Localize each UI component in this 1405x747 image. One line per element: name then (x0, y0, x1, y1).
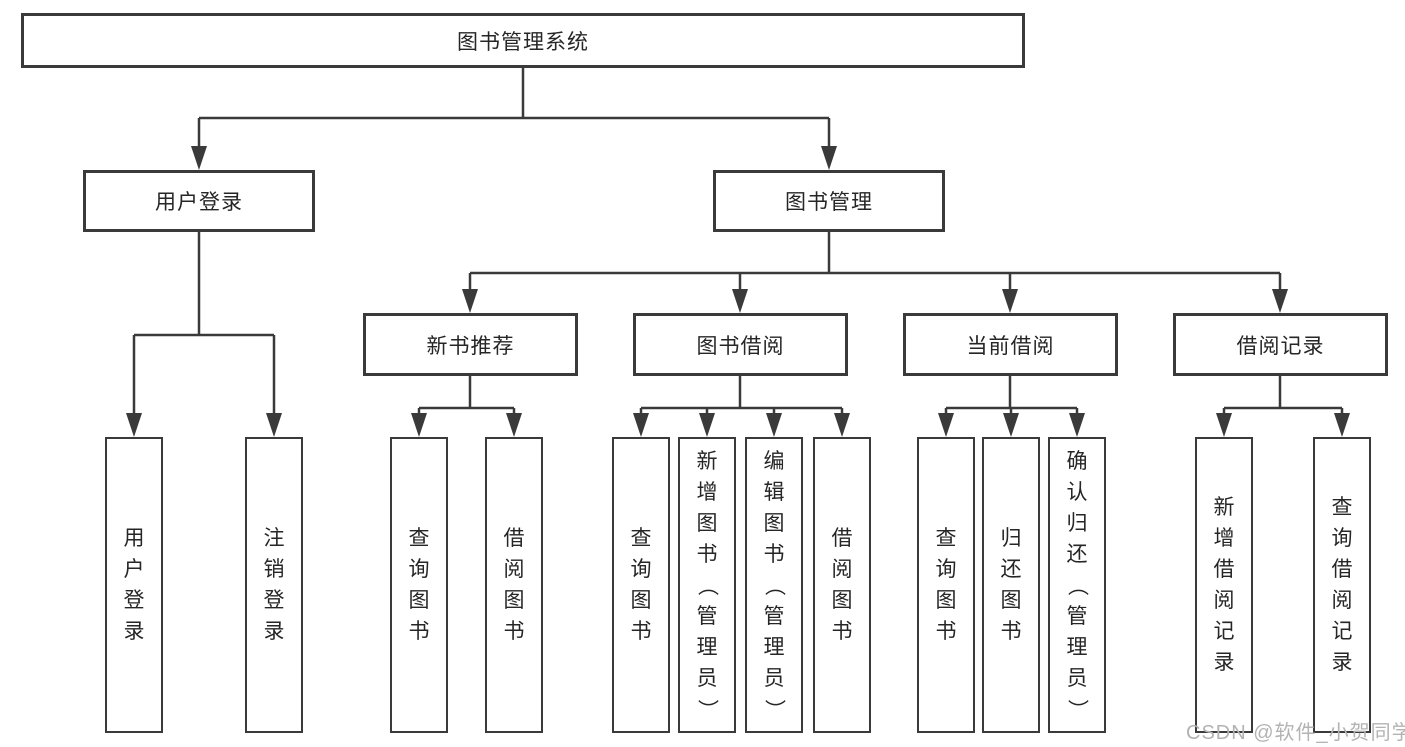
vertical-glyph: 新 (696, 449, 718, 473)
leaf-user-login: 用户登录 (105, 437, 163, 733)
vertical-glyph: 借 (1213, 558, 1235, 581)
node-current-borrowing: 当前借阅 (903, 313, 1118, 376)
vertical-glyph: 理 (1066, 635, 1088, 659)
vertical-glyph: （ (1065, 574, 1089, 596)
leaf-add-borrow-record: 新增借阅记录 (1195, 437, 1253, 733)
vertical-glyph: 记 (1213, 620, 1235, 643)
vertical-glyph: 图 (630, 589, 652, 612)
vertical-glyph: 借 (1331, 558, 1353, 581)
vertical-glyph: 员 (696, 666, 718, 690)
vertical-glyph: 辑 (763, 480, 785, 504)
leaf-query-books-current: 查询图书 (917, 437, 975, 733)
vertical-glyph: 阅 (1331, 589, 1353, 612)
vertical-glyph: 书 (630, 620, 652, 643)
vertical-glyph: 记 (1331, 620, 1353, 643)
vertical-glyph: 录 (1331, 651, 1353, 674)
vertical-glyph: 书 (1000, 620, 1022, 643)
vertical-glyph: 书 (935, 620, 957, 643)
vertical-glyph: 询 (1331, 527, 1353, 550)
vertical-glyph: 询 (630, 558, 652, 581)
vertical-glyph: 增 (1213, 527, 1235, 550)
arrowheads (126, 146, 1350, 437)
vertical-glyph: 图 (503, 589, 525, 612)
vertical-glyph: 图 (763, 511, 785, 535)
vertical-glyph: ） (1065, 698, 1089, 720)
vertical-glyph: 查 (630, 527, 652, 550)
leaf-query-borrow-record: 查询借阅记录 (1313, 437, 1371, 733)
leaf-borrow-books: 借阅图书 (813, 437, 871, 733)
vertical-glyph: 阅 (1213, 589, 1235, 612)
vertical-glyph: 查 (1331, 496, 1353, 519)
vertical-glyph: 书 (831, 620, 853, 643)
vertical-glyph: 管 (1066, 604, 1088, 628)
vertical-glyph: 增 (696, 480, 718, 504)
node-user-login: 用户登录 (83, 170, 315, 232)
vertical-glyph: 图 (935, 589, 957, 612)
vertical-glyph: 户 (123, 558, 145, 581)
vertical-glyph: 书 (696, 542, 718, 566)
leaf-query-books-borrow: 查询图书 (612, 437, 670, 733)
vertical-glyph: 阅 (503, 558, 525, 581)
node-borrowing-records: 借阅记录 (1173, 313, 1388, 376)
vertical-glyph: 书 (503, 620, 525, 643)
vertical-glyph: 图 (696, 511, 718, 535)
vertical-glyph: ） (695, 698, 719, 720)
vertical-glyph: 借 (503, 527, 525, 550)
vertical-glyph: 阅 (831, 558, 853, 581)
vertical-glyph: （ (695, 574, 719, 596)
vertical-glyph: 询 (408, 558, 430, 581)
vertical-glyph: 录 (263, 620, 285, 643)
node-new-book-recommendation: 新书推荐 (363, 313, 578, 376)
vertical-glyph: 新 (1213, 496, 1235, 519)
vertical-glyph: 图 (408, 589, 430, 612)
vertical-glyph: 员 (1066, 666, 1088, 690)
vertical-glyph: 登 (263, 589, 285, 612)
vertical-glyph: 注 (263, 527, 285, 550)
vertical-glyph: 编 (763, 449, 785, 473)
node-book-borrowing: 图书借阅 (633, 313, 848, 376)
leaf-borrow-books-recommend: 借阅图书 (485, 437, 543, 733)
vertical-glyph: 还 (1000, 558, 1022, 581)
vertical-glyph: ） (762, 698, 786, 720)
node-library-management-system: 图书管理系统 (21, 13, 1025, 68)
watermark: CSDN @软件_小贺同学 (1186, 722, 1405, 744)
leaf-return-books: 归还图书 (982, 437, 1040, 733)
vertical-glyph: 理 (696, 635, 718, 659)
vertical-glyph: 查 (408, 527, 430, 550)
vertical-glyph: 用 (123, 527, 145, 550)
vertical-glyph: 理 (763, 635, 785, 659)
vertical-glyph: 录 (123, 620, 145, 643)
node-book-management: 图书管理 (713, 170, 945, 232)
vertical-glyph: 书 (408, 620, 430, 643)
vertical-glyph: 询 (935, 558, 957, 581)
vertical-glyph: 员 (763, 666, 785, 690)
vertical-glyph: 还 (1066, 542, 1088, 566)
vertical-glyph: 图 (1000, 589, 1022, 612)
leaf-edit-books-admin: 编辑图书 （ 管理员 ） (745, 437, 803, 733)
vertical-glyph: 登 (123, 589, 145, 612)
leaf-add-books-admin: 新增图书 （ 管理员 ） (678, 437, 736, 733)
vertical-glyph: 确 (1066, 449, 1088, 473)
vertical-glyph: 书 (763, 542, 785, 566)
vertical-glyph: 录 (1213, 651, 1235, 674)
leaf-confirm-return-admin: 确认归还 （ 管理员 ） (1048, 437, 1106, 733)
leaf-query-books-recommend: 查询图书 (390, 437, 448, 733)
vertical-glyph: （ (762, 574, 786, 596)
vertical-glyph: 归 (1000, 527, 1022, 550)
vertical-glyph: 图 (831, 589, 853, 612)
vertical-glyph: 查 (935, 527, 957, 550)
vertical-glyph: 管 (763, 604, 785, 628)
vertical-glyph: 归 (1066, 511, 1088, 535)
vertical-glyph: 借 (831, 527, 853, 550)
leaf-logout: 注销登录 (245, 437, 303, 733)
vertical-glyph: 销 (263, 558, 285, 581)
vertical-glyph: 认 (1066, 480, 1088, 504)
vertical-glyph: 管 (696, 604, 718, 628)
